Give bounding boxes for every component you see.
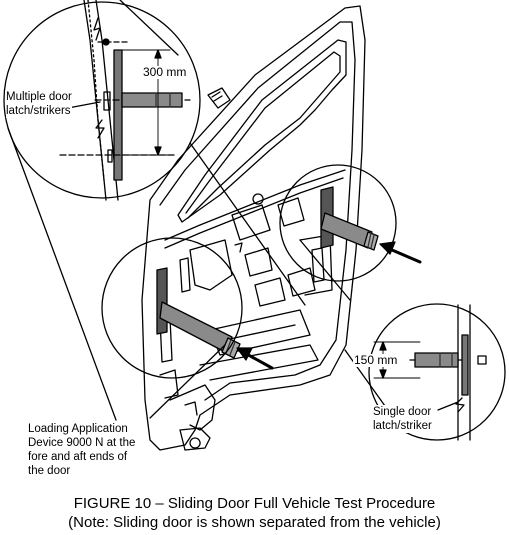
- fore-striker-plate: [156, 267, 168, 335]
- single-striker-detail: [373, 304, 487, 441]
- loading-device-label: Loading Application Device 9000 N at the…: [28, 422, 136, 478]
- dimension-150mm-label: 150 mm: [353, 353, 399, 367]
- loading-device-line-2: Device 9000 N at the: [28, 437, 136, 449]
- figure-caption-title: FIGURE 10 – Sliding Door Full Vehicle Te…: [73, 495, 436, 512]
- fore-loading-device: [159, 301, 241, 359]
- multiple-striker-detail: [29, 0, 191, 201]
- aft-load-arrow: [379, 241, 422, 264]
- detail-circle-multiple: [3, 0, 306, 421]
- fore-load-arrow: [236, 347, 274, 370]
- multiple-door-strikers-label: Multiple door latch/strikers: [6, 90, 72, 118]
- figure-caption-note: (Note: Sliding door is shown separated f…: [68, 514, 441, 531]
- loading-device-line-3: fore and aft ends of: [28, 451, 128, 463]
- aft-loading-device: [320, 212, 379, 251]
- loading-device-line-1: Loading Application: [28, 423, 128, 435]
- loading-device-line-4: the door: [28, 465, 71, 477]
- single-striker-line-2: latch/striker: [373, 420, 432, 432]
- detail-circle-fore: [101, 237, 243, 379]
- multiple-strikers-line-2: latch/strikers: [6, 105, 71, 117]
- detail-circle-aft: [279, 164, 397, 282]
- dimension-300mm-label: 300 mm: [142, 65, 188, 79]
- single-door-striker-label: Single door latch/striker: [373, 405, 432, 433]
- sliding-door-outline: [141, 5, 366, 451]
- loading-device-leader: [149, 344, 226, 419]
- single-striker-line-1: Single door: [373, 406, 432, 418]
- multiple-strikers-line-1: Multiple door: [6, 91, 72, 103]
